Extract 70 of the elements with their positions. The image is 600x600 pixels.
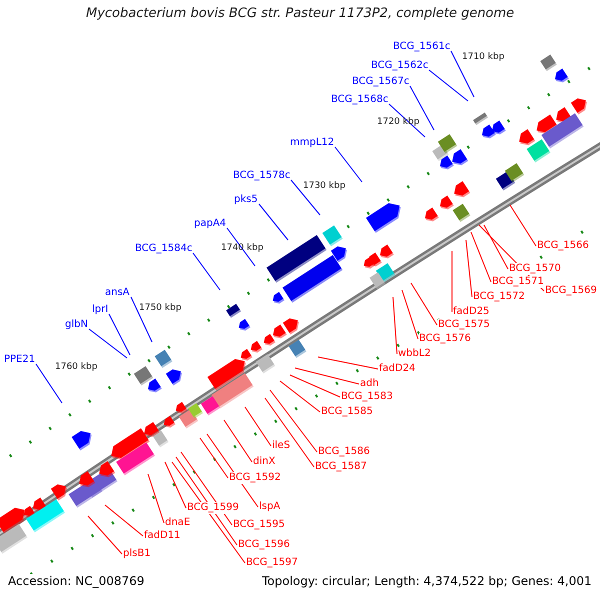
gene-label: BCG_1570: [509, 263, 561, 275]
gene-label: BCG_1586: [318, 446, 370, 458]
gene-label: BCG_1576: [419, 333, 471, 345]
scale-label: 1710 kbp: [462, 51, 504, 63]
gene-label: BCG_1583: [341, 391, 393, 403]
leader-line: [270, 390, 318, 452]
leader-line: [164, 462, 186, 508]
leader-line: [294, 368, 360, 384]
gene-label: BCG_1569: [545, 285, 597, 297]
leader-line: [402, 290, 418, 340]
leader-line: [172, 462, 246, 564]
leader-line: [192, 252, 220, 290]
gene-label: BCG_1596: [238, 539, 290, 551]
leader-line: [510, 204, 536, 246]
gene-label: BCG_1575: [438, 319, 490, 331]
leader-line: [200, 438, 228, 478]
leader-line: [280, 380, 320, 412]
leader-line: [470, 232, 492, 282]
gene-label: BCG_1595: [233, 519, 285, 531]
gene-label: BCG_1578c: [233, 170, 290, 182]
leader-line: [334, 146, 362, 182]
leader-line: [130, 296, 152, 342]
scale-label: 1730 kbp: [303, 180, 346, 192]
gene-label: BCG_1567c: [352, 76, 410, 88]
leader-line: [290, 180, 320, 216]
gene-label: BCG_1562c: [371, 60, 428, 72]
scale-label: 1750 kbp: [139, 302, 182, 314]
gene-label: lprI: [92, 304, 108, 316]
leader-line: [244, 406, 272, 446]
gene-label: BCG_1568c: [331, 94, 388, 106]
gene-label: pks5: [234, 194, 258, 206]
gene-label: BCG_1561c: [393, 41, 450, 53]
gene-label: BCG_1597: [246, 557, 298, 569]
leader-line: [104, 504, 144, 536]
leader-line: [318, 356, 378, 370]
gene-label: BCG_1592: [229, 472, 281, 484]
gene-label: BCG_1566: [537, 240, 589, 252]
leader-line: [450, 50, 474, 98]
leader-line: [108, 314, 130, 356]
leader-line: [258, 204, 288, 240]
genome-summary-text: Topology: circular; Length: 4,374,522 bp; Genes: 4,001: [262, 574, 592, 589]
leader-line: [36, 364, 62, 404]
leader-line: [410, 86, 434, 130]
gene-label: BCG_1571: [492, 276, 544, 288]
gene-label: BCG_1585: [321, 406, 373, 418]
gene-label: BCG_1587: [315, 461, 367, 473]
leader-line: [176, 456, 238, 546]
leader-line: [290, 374, 340, 398]
gene-label: BCG_1599: [187, 502, 239, 514]
leader-line: [392, 296, 398, 354]
leader-line: [428, 70, 468, 102]
leader-line: [388, 104, 426, 138]
leader-line: [264, 398, 314, 468]
scale-label: 1760 kbp: [55, 361, 98, 373]
leader-line: [410, 282, 438, 326]
leader-line: [466, 240, 472, 298]
gene-label: BCG_1572: [473, 291, 525, 303]
accession-text: Accession: NC_008769: [8, 574, 144, 589]
leader-line: [88, 328, 128, 358]
gene-label: glbN: [65, 319, 88, 331]
leader-line: [148, 474, 164, 524]
leader-line: [484, 224, 508, 270]
gene-label: plsB1: [123, 548, 151, 560]
title: Mycobacterium bovis BCG str. Pasteur 1173P2, complete genome: [86, 6, 514, 22]
gene-label: papA4: [194, 218, 226, 230]
gene-label: mmpL12: [290, 137, 334, 149]
leader-line: [88, 516, 122, 554]
gene-label: BCG_1584c: [135, 243, 192, 255]
gene-label: lspA: [259, 501, 280, 513]
leader-line: [224, 420, 252, 462]
